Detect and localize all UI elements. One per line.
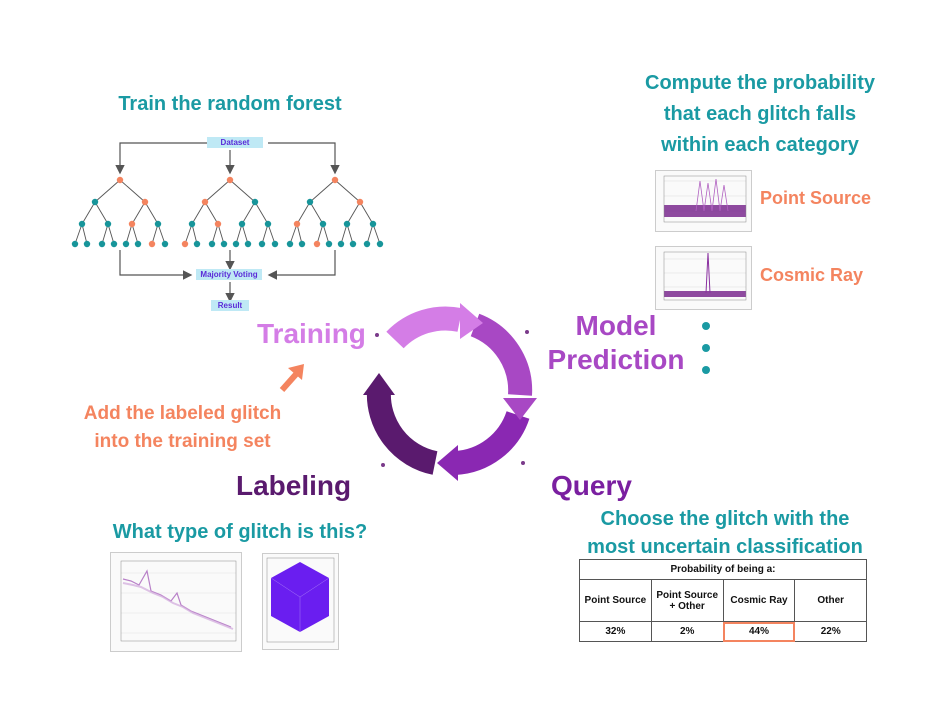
cycle-arrow-training	[386, 306, 463, 349]
tree-node	[214, 220, 222, 228]
table-caption: Probability of being a:	[579, 559, 867, 580]
add-to-training-arrow-icon	[279, 364, 304, 392]
tree-node	[356, 198, 364, 206]
tree-leaf-node	[208, 240, 216, 248]
tree-leaf-node	[271, 240, 279, 248]
header-cosmic-ray: Cosmic Ray	[722, 579, 796, 622]
add-line-1: Add the labeled glitch	[83, 403, 282, 424]
tree-node	[91, 198, 99, 206]
point-source-plot	[655, 170, 752, 232]
stage-model-line-2: Prediction	[547, 344, 685, 375]
tree-leaf-node	[181, 240, 189, 248]
header-point-source-other: Point Source + Other	[650, 579, 724, 622]
tree-node	[251, 198, 259, 206]
decision-tree-1	[71, 176, 169, 248]
tree-leaf-node	[134, 240, 142, 248]
cosmic-ray-plot	[655, 246, 752, 310]
choose-glitch-title: Choose the glitch with the most uncertai…	[555, 505, 895, 561]
compute-title-line-2: that each glitch falls	[663, 103, 857, 125]
more-categories-dots-icon	[700, 322, 712, 388]
tree-leaf-node	[349, 240, 357, 248]
value-other: 22%	[794, 621, 867, 642]
tree-leaf-node	[325, 240, 333, 248]
tree-node	[306, 198, 314, 206]
tree-leaf-node	[244, 240, 252, 248]
what-type-question: What type of glitch is this?	[112, 521, 368, 543]
unlabeled-glitch-plot	[110, 552, 242, 652]
tree-leaf-node	[193, 240, 201, 248]
tree-node	[343, 220, 351, 228]
tree-node	[201, 198, 209, 206]
tree-node	[141, 198, 149, 206]
tree-node	[369, 220, 377, 228]
tree-leaf-node	[110, 240, 118, 248]
train-random-forest-title: Train the random forest	[118, 93, 342, 115]
majority-voting-box: Majority Voting	[196, 269, 262, 280]
compute-title-line-1: Compute the probability	[645, 72, 875, 94]
tree-node	[293, 220, 301, 228]
tree-leaf-node	[298, 240, 306, 248]
cycle-arrow-query	[453, 410, 530, 475]
tree-leaf-node	[148, 240, 156, 248]
stage-model-line-1: Model	[575, 310, 657, 341]
tree-node	[188, 220, 196, 228]
compute-title-line-3: within each category	[661, 134, 859, 156]
tree-root-node	[116, 176, 124, 184]
tree-node	[154, 220, 162, 228]
value-point-source: 32%	[579, 621, 652, 642]
decision-tree-2	[181, 176, 279, 248]
stage-labeling-label: Labeling	[236, 470, 352, 501]
tree-leaf-node	[83, 240, 91, 248]
cycle-arrow-labeling	[366, 389, 438, 475]
stage-query-label: Query	[551, 470, 632, 501]
stage-training-label: Training	[257, 318, 366, 349]
tree-node	[264, 220, 272, 228]
cosmic-ray-label: Cosmic Ray	[760, 265, 864, 285]
header-other: Other	[794, 579, 867, 622]
compute-probability-title: Compute the probability that each glitch…	[600, 68, 920, 161]
tree-leaf-node	[337, 240, 345, 248]
result-box: Result	[211, 300, 249, 311]
tree-leaf-node	[376, 240, 384, 248]
tree-leaf-node	[232, 240, 240, 248]
probability-table: Probability of being a: Point Source Poi…	[579, 559, 867, 642]
point-source-label: Point Source	[760, 188, 872, 208]
tree-leaf-node	[258, 240, 266, 248]
value-point-source-other: 2%	[650, 621, 724, 642]
tree-node	[78, 220, 86, 228]
tree-leaf-node	[98, 240, 106, 248]
header-point-source: Point Source	[579, 579, 652, 622]
tree-node	[104, 220, 112, 228]
active-learning-cycle	[363, 303, 537, 481]
value-cosmic-ray-highlighted: 44%	[722, 621, 796, 642]
tree-leaf-node	[220, 240, 228, 248]
table-row: 32% 2% 44% 22%	[579, 621, 867, 642]
glitch-image-hexagon	[262, 553, 339, 650]
tree-leaf-node	[313, 240, 321, 248]
cycle-arrow-model	[470, 313, 533, 396]
tree-root-node	[226, 176, 234, 184]
tree-leaf-node	[71, 240, 79, 248]
tree-leaf-node	[286, 240, 294, 248]
tree-root-node	[331, 176, 339, 184]
decision-tree-3	[286, 176, 384, 248]
add-line-2: into the training set	[94, 431, 271, 452]
tree-node	[128, 220, 136, 228]
tree-node	[238, 220, 246, 228]
tree-leaf-node	[122, 240, 130, 248]
tree-leaf-node	[363, 240, 371, 248]
dataset-box: Dataset	[207, 137, 263, 148]
add-labeled-glitch-text: Add the labeled glitch into the training…	[55, 400, 310, 456]
tree-node	[319, 220, 327, 228]
random-forest-diagram	[71, 142, 384, 303]
choose-title-line-1: Choose the glitch with the	[600, 508, 850, 530]
choose-title-line-2: most uncertain classification	[587, 536, 863, 558]
tree-leaf-node	[161, 240, 169, 248]
table-header-row: Point Source Point Source + Other Cosmic…	[579, 579, 867, 622]
stage-model-prediction-label: Model Prediction	[536, 309, 696, 377]
